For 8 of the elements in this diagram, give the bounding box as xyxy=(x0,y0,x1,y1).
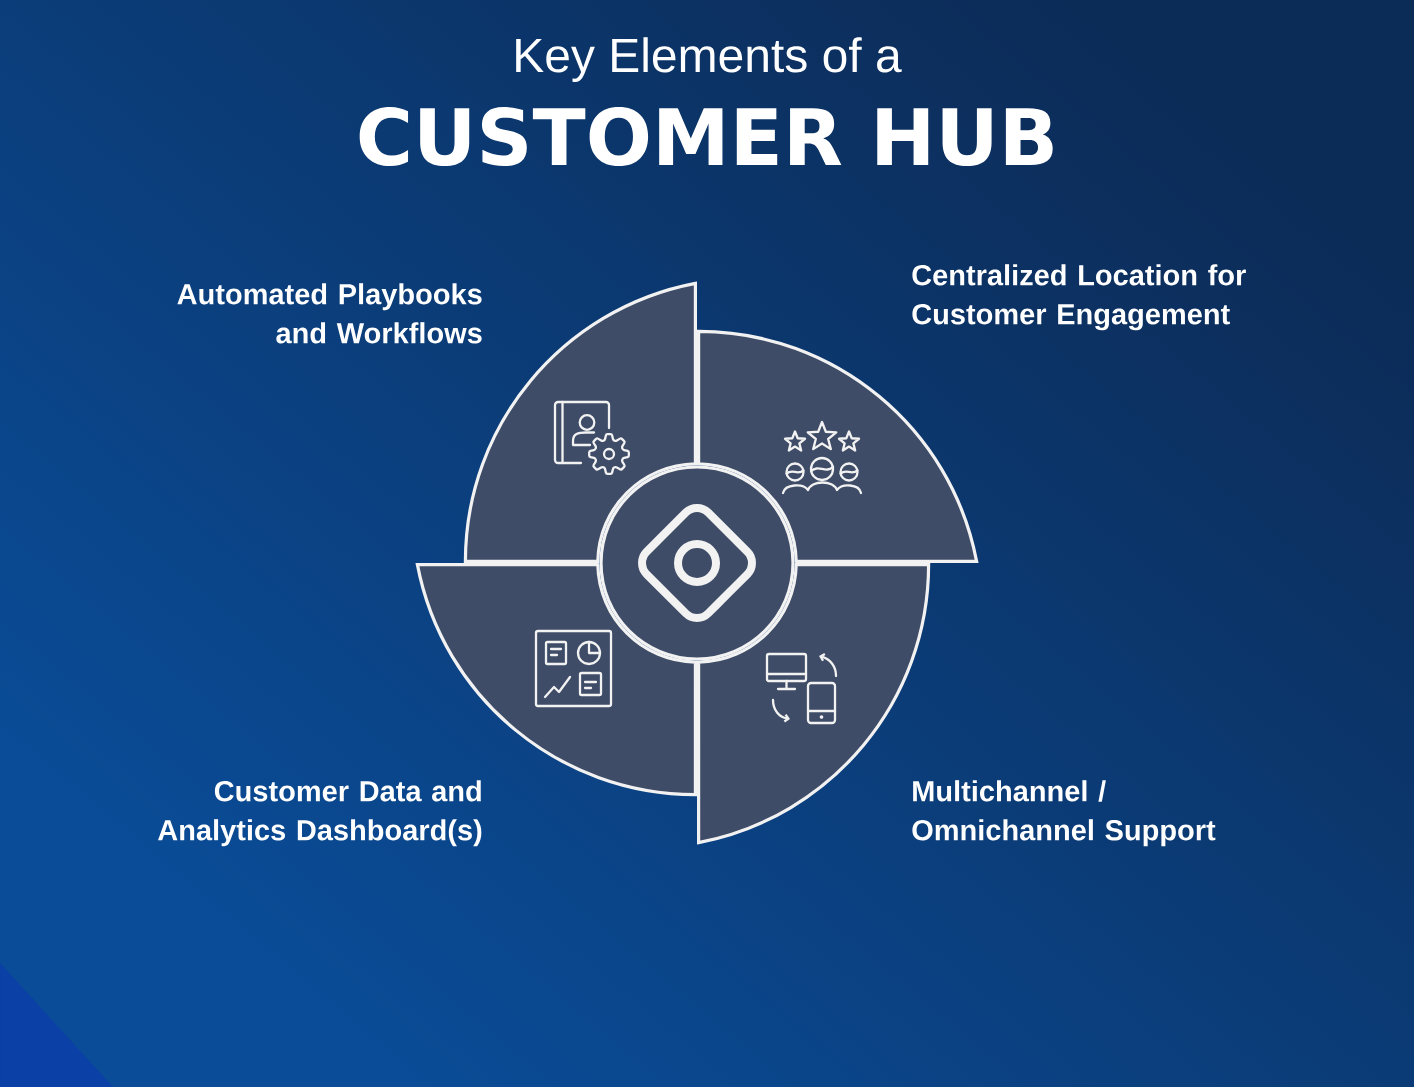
label-text: Customer Data and Analytics Dashboard(s) xyxy=(158,780,482,847)
label-text: Multichannel / Omnichannel Support xyxy=(912,780,1216,847)
hub-circle xyxy=(599,465,795,661)
label-text: Centralized Location for Customer Engagement xyxy=(912,264,1246,331)
label-text: Automated Playbooks and Workflows xyxy=(177,283,482,344)
heading-text: CUSTOMER HUB xyxy=(359,107,1053,167)
title-text: Key Elements of a xyxy=(516,37,902,82)
quarter-sector xyxy=(697,329,979,563)
